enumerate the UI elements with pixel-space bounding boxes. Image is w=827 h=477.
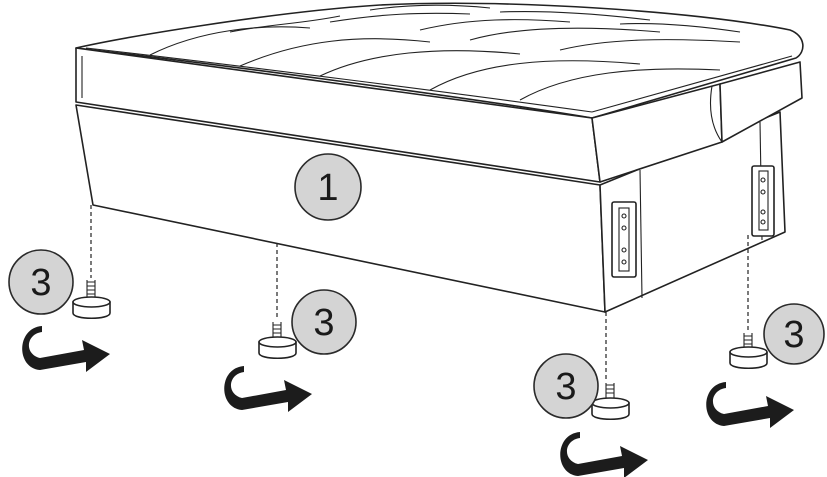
foot-right (729, 333, 768, 370)
turn-arrow-icon (706, 382, 794, 428)
foot-front (591, 383, 630, 421)
turn-arrow-icon (224, 366, 312, 412)
callout-foot-left: 3 (8, 249, 74, 315)
callout-foot-left-label: 3 (30, 262, 51, 304)
cushion-side-band-right (719, 61, 803, 143)
callout-foot-middle-label: 3 (313, 302, 334, 344)
callout-foot-right: 3 (763, 303, 825, 365)
callout-ottoman-label: 1 (317, 167, 338, 209)
ottoman (75, 2, 804, 313)
callout-foot-front-label: 3 (555, 366, 576, 408)
turn-arrow-icon (22, 326, 110, 372)
guide-lines (90, 205, 749, 380)
foot-middle (258, 322, 297, 360)
foot-left (72, 280, 111, 320)
bracket-rear (751, 165, 775, 237)
bracket-front (611, 201, 637, 278)
callout-foot-middle: 3 (291, 289, 357, 355)
callout-foot-right-label: 3 (783, 314, 804, 356)
callout-ottoman: 1 (294, 153, 362, 221)
callout-foot-front: 3 (533, 353, 599, 419)
cushion-top (75, 2, 804, 119)
turn-arrow-icon (560, 432, 648, 477)
